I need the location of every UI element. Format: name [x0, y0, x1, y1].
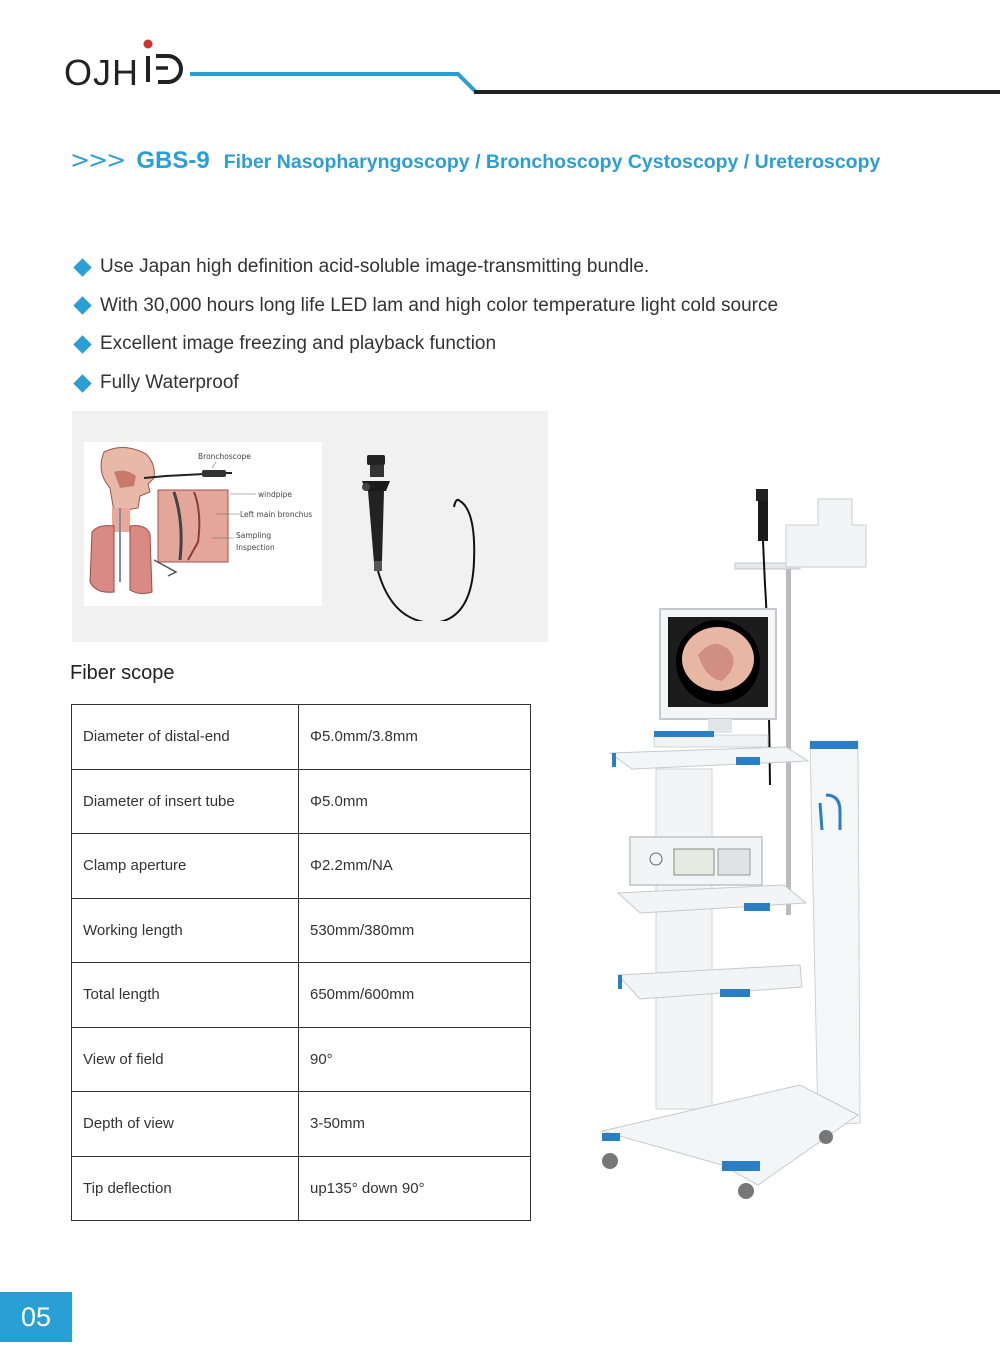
chevron-right-icon: >>>: [70, 146, 126, 174]
page-number: 05: [0, 1292, 72, 1342]
spec-section-title: Fiber scope: [70, 662, 175, 684]
fiber-scope-image: [362, 455, 476, 621]
spec-value: up135° down 90°: [298, 1155, 531, 1221]
spec-value: 90°: [298, 1026, 531, 1092]
list-item: Use Japan high definition acid-soluble i…: [72, 248, 778, 287]
spec-label: Diameter of insert tube: [71, 768, 299, 834]
brand-logo: OJH: [64, 38, 194, 93]
spec-value: Φ5.0mm/3.8mm: [298, 704, 531, 770]
label-sampling: Sampling: [236, 531, 272, 540]
list-item: Fully Waterproof: [72, 364, 778, 403]
logo-text: OJH: [64, 52, 139, 93]
spec-label: Diameter of distal-end: [71, 704, 299, 770]
spec-label: Working length: [71, 897, 299, 963]
spec-label: View of field: [71, 1026, 299, 1092]
label-bronchoscope: Bronchoscope: [198, 452, 251, 461]
header-rule: [190, 72, 1000, 94]
diamond-bullet-icon: [73, 373, 92, 393]
spec-label: Total length: [71, 962, 299, 1028]
product-title: >>> GBS-9 Fiber Nasopharyngoscopy / Bron…: [70, 146, 880, 182]
diamond-bullet-icon: [73, 296, 92, 316]
product-subtitle: Fiber Nasopharyngoscopy / Bronchoscopy C…: [223, 151, 881, 173]
spec-value: Φ5.0mm: [298, 768, 531, 834]
product-image-panel: Bronchoscope windpipe Left main bronchus…: [72, 411, 548, 642]
endoscopy-cart-image: [601, 489, 867, 1199]
label-inspection: Inspection: [236, 543, 275, 552]
diamond-bullet-icon: [73, 258, 92, 277]
anatomy-illustration: [89, 447, 256, 595]
list-item: Excellent image freezing and playback fu…: [72, 325, 778, 364]
spec-value: Φ2.2mm/NA: [298, 833, 531, 899]
feature-list: Use Japan high definition acid-soluble i…: [72, 248, 778, 402]
spec-value: 3-50mm: [298, 1091, 531, 1157]
spec-value: 530mm/380mm: [298, 897, 531, 963]
model-number: GBS-9: [136, 147, 210, 174]
spec-label: Depth of view: [71, 1091, 299, 1157]
list-item: With 30,000 hours long life LED lam and …: [72, 287, 778, 326]
spec-value: 650mm/600mm: [298, 962, 531, 1028]
spec-label: Clamp aperture: [71, 833, 299, 899]
logo-mark-icon: [143, 39, 183, 84]
anatomy-diagram: Bronchoscope windpipe Left main bronchus…: [84, 442, 322, 606]
spec-label: Tip deflection: [71, 1155, 299, 1221]
diamond-bullet-icon: [73, 335, 92, 354]
label-windpipe: windpipe: [258, 490, 292, 499]
label-left-main-bronchus: Left main bronchus: [240, 510, 313, 519]
